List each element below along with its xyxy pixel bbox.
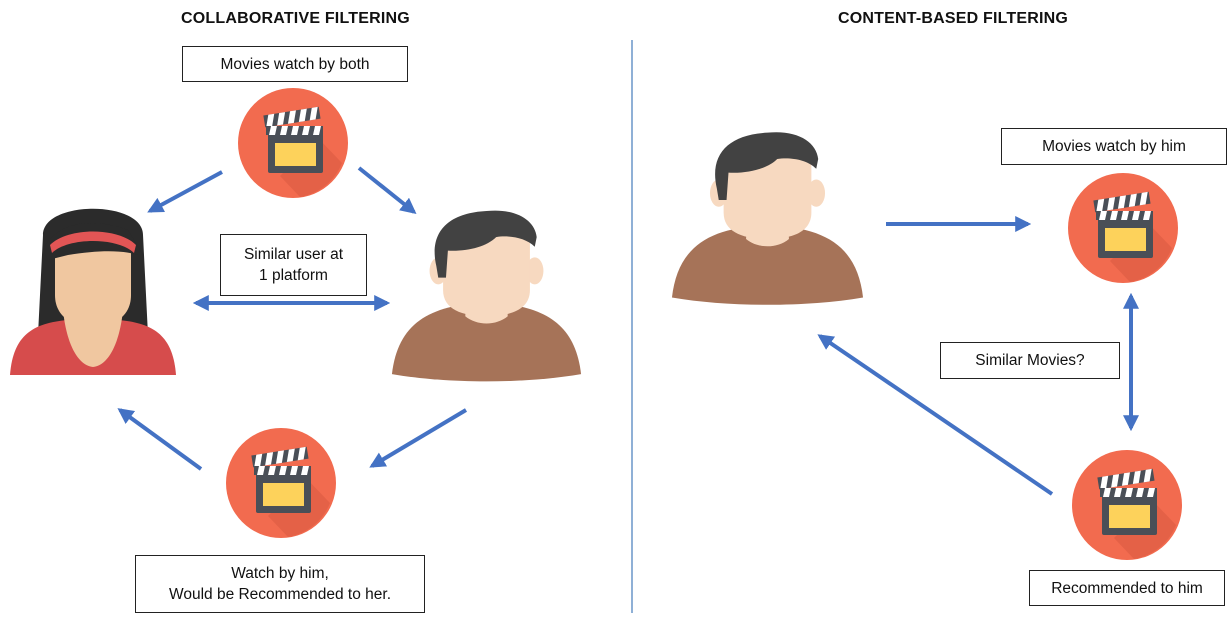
section-divider bbox=[631, 40, 633, 613]
clapperboard-icon bbox=[238, 88, 348, 198]
recommended-to-him-text: Recommended to him bbox=[1051, 579, 1203, 597]
movies-watched-by-both-text: Movies watch by both bbox=[220, 55, 370, 73]
recommended-to-him-label: Recommended to him bbox=[1029, 570, 1225, 606]
similar-movies-text: Similar Movies? bbox=[975, 352, 1085, 369]
movies-watched-by-him-text: Movies watch by him bbox=[1042, 138, 1186, 155]
similar-user-line2: 1 platform bbox=[259, 267, 328, 284]
arrow-movie-to-her bbox=[117, 408, 203, 471]
movies-watched-by-both-label: Movies watch by both bbox=[182, 46, 408, 82]
arrow-recommended-to-him bbox=[817, 334, 1054, 496]
man-avatar-icon bbox=[671, 132, 864, 305]
recommended-to-her-line1: Watch by him, bbox=[231, 565, 329, 582]
clapperboard-icon bbox=[1068, 173, 1178, 283]
similar-user-line1: Similar user at bbox=[243, 246, 344, 263]
collaborative-filtering-title: COLLABORATIVE FILTERING bbox=[181, 10, 410, 27]
similar-user-label: Similar user at 1 platform bbox=[220, 234, 367, 296]
content-based-filtering-title: CONTENT-BASED FILTERING bbox=[838, 10, 1069, 27]
similar-movies-label: Similar Movies? bbox=[940, 342, 1120, 379]
man-avatar-icon bbox=[391, 210, 582, 382]
woman-avatar-icon bbox=[10, 208, 176, 375]
movies-watched-by-him-label: Movies watch by him bbox=[1001, 128, 1227, 165]
recommended-to-her-label: Watch by him, Would be Recommended to he… bbox=[135, 555, 425, 613]
clapperboard-icon bbox=[226, 428, 336, 538]
arrow-him-to-movie bbox=[369, 408, 468, 468]
recommended-to-her-line2: Would be Recommended to her. bbox=[168, 586, 391, 603]
arrow-movies-to-him bbox=[357, 166, 417, 214]
arrow-movies-to-her bbox=[147, 170, 223, 213]
clapperboard-icon bbox=[1072, 450, 1182, 560]
